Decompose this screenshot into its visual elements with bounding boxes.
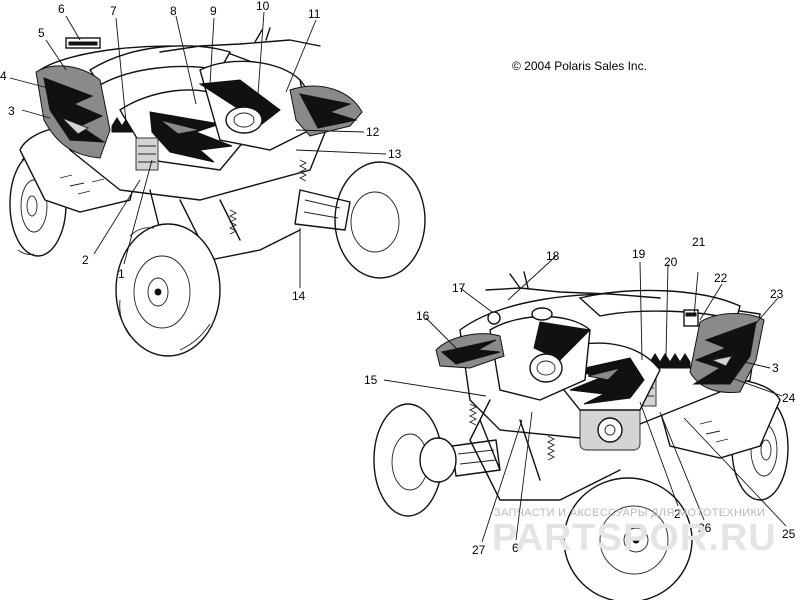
callout-15: 15 <box>364 373 378 387</box>
atv2-front-shock <box>546 435 556 461</box>
callout-17: 17 <box>452 281 466 295</box>
atv1-handlebar <box>159 39 321 53</box>
callout-7: 7 <box>110 4 117 18</box>
callout-3: 3 <box>8 104 15 118</box>
callout-12: 12 <box>366 125 380 139</box>
atv2-frame <box>469 399 621 501</box>
atv2-front-bumper <box>451 439 501 477</box>
atv2-seat <box>578 289 741 321</box>
callout-2: 2 <box>82 253 89 267</box>
callout-20: 20 <box>664 255 678 269</box>
atv1-front-bumper <box>294 189 351 231</box>
callout-27: 27 <box>472 543 486 557</box>
callout-6b: 6 <box>512 541 519 555</box>
callout-16: 16 <box>416 309 430 323</box>
callout-11: 11 <box>308 7 321 21</box>
callout-14: 14 <box>292 289 306 303</box>
atv2-small-decal-plate <box>683 309 699 327</box>
copyright-notice: © 2004 Polaris Sales Inc. <box>512 59 647 73</box>
callout-1: 1 <box>118 267 125 281</box>
callout-22: 22 <box>714 271 728 285</box>
callout-3b: 3 <box>772 361 779 375</box>
callout-25: 25 <box>782 527 796 541</box>
atv2-mirror <box>487 311 501 325</box>
callout-5: 5 <box>38 26 45 40</box>
atv1-headlight <box>225 106 263 134</box>
callout-labels: 1 2 3 4 5 6 7 8 9 10 11 12 13 14 15 16 1… <box>0 0 796 557</box>
leader-lines <box>9 11 787 543</box>
atv2-rear-flame-decal <box>692 321 757 385</box>
atv1-seat <box>89 45 232 86</box>
callout-10: 10 <box>256 0 270 13</box>
callout-19: 19 <box>632 247 646 261</box>
callout-4: 4 <box>0 69 7 83</box>
atv2-sawtooth-decal <box>649 353 691 369</box>
atv-front-left-view <box>9 27 426 357</box>
callout-18: 18 <box>546 249 560 263</box>
atv2-handlebar <box>485 287 661 299</box>
atv2-front-left-wheel <box>419 437 457 483</box>
watermark-tagline: ЗАПЧАСТИ И АКСЕССУАРЫ ДЛЯ МОТОТЕХНИКИ <box>494 507 766 519</box>
callout-13: 13 <box>388 147 402 161</box>
callout-21: 21 <box>692 235 706 249</box>
callout-6: 6 <box>58 2 65 16</box>
atv1-rear-right-wheel <box>334 161 426 279</box>
callout-9: 9 <box>210 4 217 18</box>
atv2-front-right-wheel <box>563 477 693 600</box>
callout-8: 8 <box>170 4 177 18</box>
callout-24: 24 <box>782 391 796 405</box>
callout-2b: 2 <box>674 507 681 521</box>
atv2-headlight <box>529 353 563 383</box>
atv2-fuel-cap <box>531 307 553 321</box>
callout-23: 23 <box>770 287 784 301</box>
atv1-front-shock <box>228 209 238 235</box>
watermark-brand: PARTSPOR.RU <box>492 517 777 559</box>
callout-26: 26 <box>698 521 712 535</box>
atv-front-right-view <box>373 271 789 600</box>
